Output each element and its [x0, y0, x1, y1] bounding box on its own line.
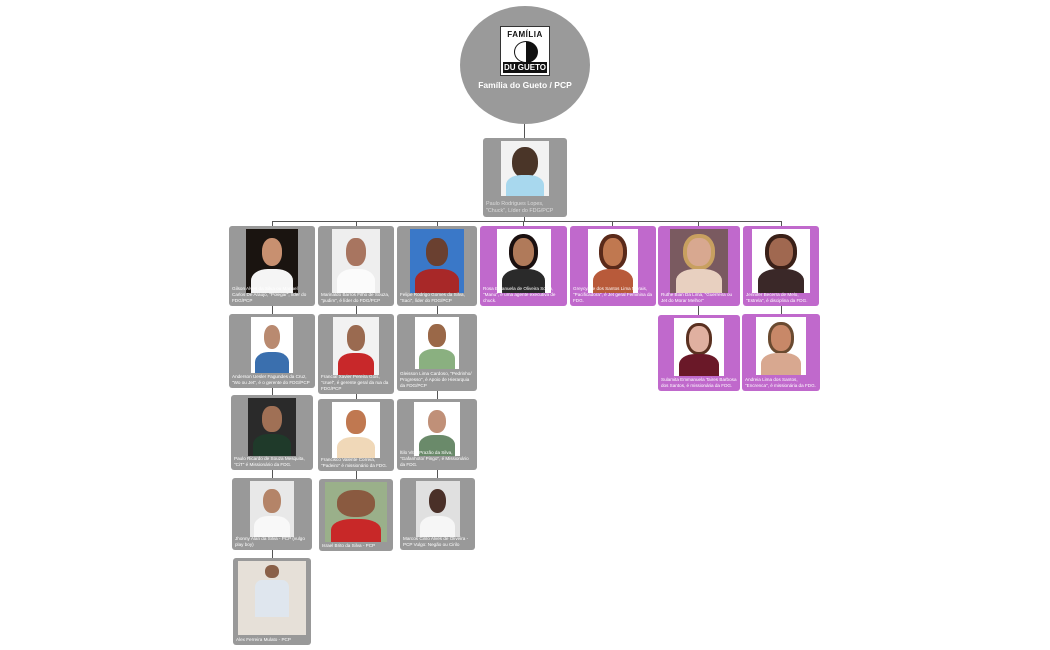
connector — [272, 550, 273, 558]
member-photo — [415, 317, 459, 369]
member-card[interactable]: Francial Xavier Pereira Góis, "cruel", é… — [318, 314, 394, 394]
member-photo — [588, 229, 638, 293]
connector — [524, 217, 525, 222]
connector — [437, 391, 438, 399]
member-photo — [250, 481, 294, 537]
member-card[interactable]: Paulo Ricardo de Souza Mesquita, "CiT" é… — [231, 395, 313, 470]
connector — [437, 221, 438, 226]
member-card[interactable]: Gleisson Lima Cardoso, "Pedrinho/ Progre… — [397, 314, 477, 391]
member-caption: Gilson Alves da Silva ou Manoel Carlos D… — [232, 286, 307, 303]
member-card[interactable]: Israel Brito da Silva - PCP — [319, 479, 393, 551]
connector — [781, 221, 782, 226]
connector — [437, 306, 438, 314]
connector — [356, 394, 357, 399]
member-card[interactable]: Greycyane dos Santos Lima Morais, "Pacif… — [570, 226, 656, 306]
connector — [356, 471, 357, 479]
member-caption: Paulo Ricardo de Souza Mesquita, "CiT" é… — [234, 456, 305, 467]
connector — [272, 388, 273, 395]
member-caption: Sulamita Emmanuela Taires Barbosa dos Sa… — [661, 377, 737, 388]
member-photo — [332, 402, 380, 458]
member-caption: Jennifer Becerra de Melo, "Estrela", é d… — [746, 292, 808, 303]
member-card[interactable]: Marcos Cirilo Alves de Oliveira - PCP Vu… — [400, 478, 475, 550]
leader-caption: Paulo Rodrigues Lopes, "Chuck", Líder do… — [486, 201, 554, 214]
member-caption: Anderson Uesler Fagundes da Cruz, "Wo ou… — [232, 374, 310, 385]
member-photo — [496, 229, 551, 293]
member-caption: Ruthe Bian Da Lima, "Guerreira ou Jet do… — [661, 292, 733, 303]
logo-top-text: FAMÍLIA — [507, 30, 543, 39]
member-caption: Gleisson Lima Cardoso, "Pedrinho/ Progre… — [400, 371, 472, 388]
logo-bottom-text: DU GUETO — [503, 62, 547, 73]
member-card[interactable]: Ruthe Bian Da Lima, "Guerreira ou Jet do… — [658, 226, 740, 306]
connector — [356, 306, 357, 314]
member-card[interactable]: Anderson Uesler Fagundes da Cruz, "Wo ou… — [229, 314, 315, 388]
connector — [272, 306, 273, 314]
root-node-familia-do-gueto[interactable]: FAMÍLIA DU GUETO Família do Gueto / PCP — [460, 6, 590, 124]
member-photo — [332, 229, 380, 293]
connector — [781, 306, 782, 314]
connector — [524, 124, 525, 138]
member-card[interactable]: Francisco Valente Correia, "Padeiro" é m… — [318, 399, 394, 471]
member-card[interactable]: Marinaldo Barros Filho de Souza, "pudim"… — [318, 226, 394, 306]
connector — [523, 221, 524, 226]
member-card[interactable]: Jennifer Becerra de Melo, "Estrela", é d… — [743, 226, 819, 306]
connector — [272, 221, 273, 226]
member-photo — [325, 482, 387, 542]
member-photo — [410, 229, 464, 293]
leader-card[interactable]: Paulo Rodrigues Lopes, "Chuck", Líder do… — [483, 138, 567, 217]
member-caption: Jhonny Alan da Silva - PCP (vulgo play b… — [235, 536, 305, 547]
connector — [272, 470, 273, 478]
gang-logo-image: FAMÍLIA DU GUETO — [500, 26, 550, 76]
member-photo — [333, 317, 379, 375]
member-card[interactable]: Sulamita Emmanuela Taires Barbosa dos Sa… — [658, 315, 740, 391]
member-photo — [248, 398, 296, 456]
member-caption: Israel Brito da Silva - PCP — [322, 543, 376, 548]
member-photo — [674, 318, 724, 376]
member-card[interactable]: Rosa Emanuela de Oliveira Sodio, "Manu",… — [480, 226, 567, 306]
member-caption: Marcos Cirilo Alves de Oliveira - PCP Vu… — [403, 536, 469, 547]
connector — [698, 221, 699, 226]
member-caption: Andreia Lima dos Santos, "Encrenca", é m… — [745, 377, 816, 388]
member-caption: Francisco Valente Correia, "Padeiro" é m… — [321, 457, 388, 468]
connector — [356, 221, 357, 226]
member-photo — [670, 229, 728, 293]
member-photo — [756, 317, 806, 375]
leader-photo — [501, 141, 549, 196]
member-photo — [246, 229, 298, 293]
member-card[interactable]: Felipe Rodrigo Gomes da Silva, "Saci", l… — [397, 226, 477, 306]
member-caption: Rosa Emanuela de Oliveira Sodio, "Manu",… — [483, 286, 556, 303]
member-photo — [415, 481, 460, 537]
member-card[interactable]: Ítilo Vitor Prazão da Silva, "Gafanhoto/… — [397, 399, 477, 470]
member-card[interactable]: Andreia Lima dos Santos, "Encrenca", é m… — [742, 314, 820, 391]
connector-bar — [272, 221, 781, 222]
member-photo — [414, 402, 460, 456]
connector — [437, 470, 438, 478]
member-card[interactable]: Alex Ferreira Mulato - PCP — [233, 558, 311, 645]
member-caption: Alex Ferreira Mulato - PCP — [236, 637, 291, 642]
connector — [698, 306, 699, 315]
member-card[interactable]: Jhonny Alan da Silva - PCP (vulgo play b… — [232, 478, 312, 550]
member-caption: Ítilo Vitor Prazão da Silva, "Gafanhoto/… — [400, 450, 469, 467]
member-caption: Felipe Rodrigo Gomes da Silva, "Saci", l… — [400, 292, 465, 303]
member-card[interactable]: Gilson Alves da Silva ou Manoel Carlos D… — [229, 226, 315, 306]
member-photo — [752, 229, 810, 293]
connector — [612, 221, 613, 226]
member-photo — [238, 561, 306, 635]
member-caption: Francial Xavier Pereira Góis, "cruel", é… — [321, 374, 389, 391]
root-label: Família do Gueto / PCP — [478, 80, 572, 90]
member-caption: Greycyane dos Santos Lima Morais, "Pacif… — [573, 286, 653, 303]
member-caption: Marinaldo Barros Filho de Souza, "pudim"… — [321, 292, 390, 303]
member-photo — [251, 317, 293, 373]
logo-face-icon — [514, 41, 538, 63]
